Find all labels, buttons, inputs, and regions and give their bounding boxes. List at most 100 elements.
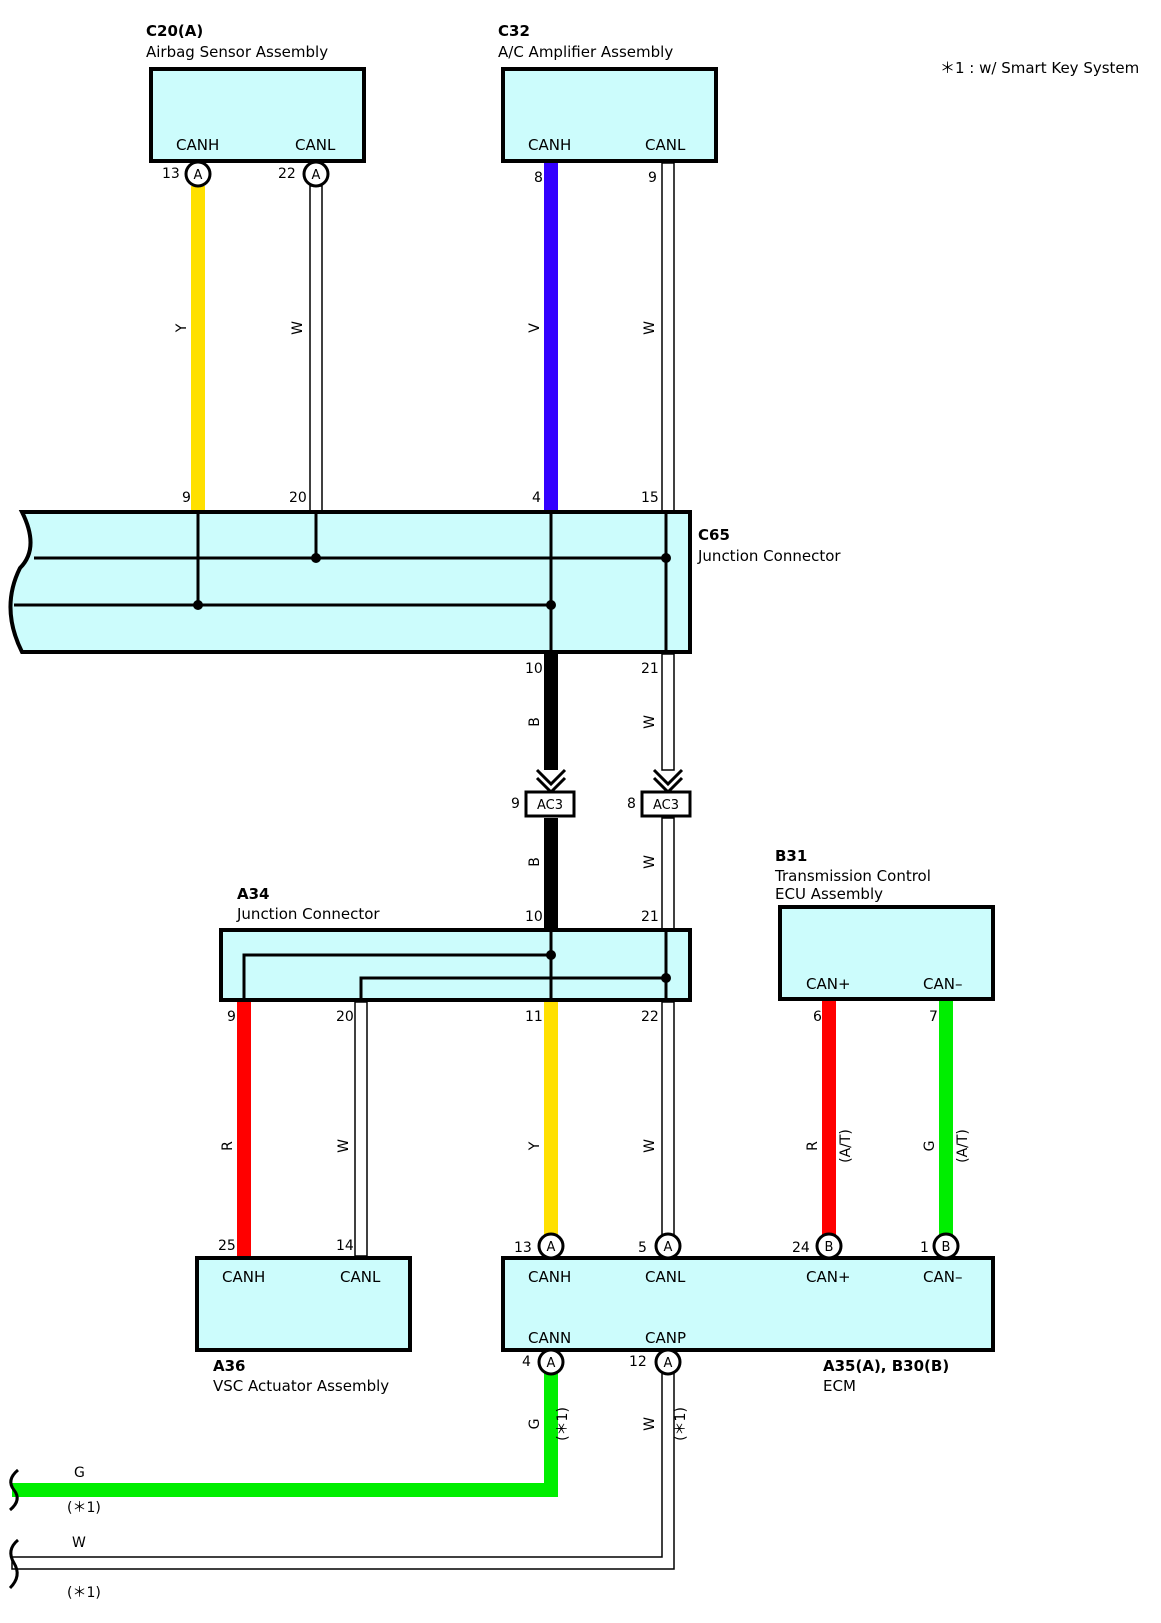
wire-color-w: W <box>642 1139 658 1153</box>
wire-color-g: G <box>527 1419 543 1430</box>
b31-name-line2: ECU Assembly <box>775 885 883 903</box>
a36-box <box>195 1256 412 1352</box>
pin-number: 22 <box>641 1009 659 1025</box>
b31-box <box>778 905 995 1001</box>
a36-name: VSC Actuator Assembly <box>213 1377 389 1395</box>
ecm-code: A35(A), B30(B) <box>823 1357 949 1375</box>
pin-number: 20 <box>336 1009 354 1025</box>
pin-number: 4 <box>522 1354 531 1370</box>
wire-color-b: B <box>527 857 543 867</box>
a36-canl-label: CANL <box>340 1268 381 1286</box>
c32-canl-label: CANL <box>645 136 686 154</box>
c20-code: C20(A) <box>146 22 203 40</box>
smart-key-note: ＊1 : w/ Smart Key System <box>940 59 1139 77</box>
connector-letter: A <box>664 1356 673 1371</box>
c32-box <box>501 67 718 163</box>
wire-white-ecm <box>661 1001 675 1241</box>
splice-dot <box>193 600 203 610</box>
ecm-sig: CANL <box>645 1268 686 1286</box>
pin-number: 10 <box>525 661 543 677</box>
ecm-name: ECM <box>823 1377 856 1395</box>
pin-number: 11 <box>525 1009 543 1025</box>
c65-box <box>8 510 692 654</box>
wire-color-y: Y <box>174 323 190 333</box>
a36-code: A36 <box>213 1357 245 1375</box>
at-tag: (A/T) <box>838 1129 854 1163</box>
a34-box <box>219 928 692 1002</box>
c20-name: Airbag Sensor Assembly <box>146 43 328 61</box>
c32-canh-label: CANH <box>528 136 571 154</box>
wire-white-c65-ac3 <box>661 653 675 771</box>
c32-name: A/C Amplifier Assembly <box>498 43 673 61</box>
connector-marker <box>537 1232 565 1260</box>
ac3-label: AC3 <box>653 798 679 813</box>
pin-number: 7 <box>929 1009 938 1025</box>
at-tag: (A/T) <box>955 1129 971 1163</box>
a34-code: A34 <box>237 885 269 903</box>
connector-marker <box>184 160 212 188</box>
ecm-sig: CAN+ <box>806 1268 851 1286</box>
ac3-label: AC3 <box>537 798 563 813</box>
pin-number: 9 <box>182 490 191 506</box>
connector-letter: B <box>942 1240 951 1255</box>
ac3-connector <box>524 790 576 818</box>
wire-color-w: W <box>72 1535 86 1551</box>
pin-number: 21 <box>641 661 659 677</box>
a36-canh-label: CANH <box>222 1268 265 1286</box>
pin-number: 8 <box>534 170 543 186</box>
wire-color-b: B <box>527 717 543 727</box>
wire-white-c32 <box>661 162 675 513</box>
wire-break-mark <box>9 1468 19 1512</box>
pin-number: 14 <box>336 1238 354 1254</box>
pin-number: 6 <box>813 1009 822 1025</box>
connector-letter: A <box>194 168 203 183</box>
pin-number: 13 <box>514 1240 532 1256</box>
wire-color-g: G <box>74 1465 85 1481</box>
star1-tag: (＊1) <box>67 1585 101 1601</box>
component-a34: A34 Junction Connector <box>219 885 692 1002</box>
connector-marker <box>654 1348 682 1376</box>
wire-color-v: V <box>527 323 543 333</box>
ecm-box <box>501 1256 995 1352</box>
connector-marker <box>654 1232 682 1260</box>
wire-green-cann <box>12 1364 558 1497</box>
ecm-sig: CANN <box>528 1329 571 1347</box>
connector-letter: A <box>312 168 321 183</box>
wire-color-w: W <box>642 715 658 729</box>
component-b31: B31 Transmission Control ECU Assembly CA… <box>774 847 995 1001</box>
connector-letter: A <box>547 1240 556 1255</box>
splice-dot <box>546 950 556 960</box>
wire-color-r: R <box>805 1141 821 1151</box>
b31-name-line1: Transmission Control <box>774 867 931 885</box>
pin-number: 5 <box>638 1240 647 1256</box>
component-c20: C20(A) Airbag Sensor Assembly CANH CANL <box>146 22 366 163</box>
component-ecm: CANH CANL CAN+ CAN– CANN CANP A35(A), B3… <box>501 1256 995 1395</box>
wire-color-r: R <box>220 1141 236 1151</box>
pin-number: 4 <box>532 490 541 506</box>
pin-number: 9 <box>227 1009 236 1025</box>
ecm-sig: CAN– <box>923 1268 962 1286</box>
splice-dot <box>546 600 556 610</box>
component-a36: CANH CANL A36 VSC Actuator Assembly <box>195 1256 412 1395</box>
component-c32: C32 A/C Amplifier Assembly CANH CANL <box>498 22 718 163</box>
star1-tag: (＊1) <box>67 1500 101 1516</box>
wire-white-ac3-a34 <box>661 817 675 931</box>
wire-color-w: W <box>642 855 658 869</box>
splice-dot <box>661 553 671 563</box>
connector-letter: A <box>664 1240 673 1255</box>
c20-box <box>149 67 366 163</box>
pin-number: 25 <box>218 1238 236 1254</box>
b31-canminus-label: CAN– <box>923 975 962 993</box>
connector-marker <box>537 1348 565 1376</box>
wire-color-g: G <box>922 1141 938 1152</box>
wire-color-y: Y <box>527 1141 543 1151</box>
ecm-sig: CANH <box>528 1268 571 1286</box>
connector-marker <box>932 1232 960 1260</box>
chevron-down-icon <box>652 768 684 787</box>
c65-name: Junction Connector <box>697 547 841 565</box>
pin-number: 22 <box>278 166 296 182</box>
component-c65: C65 Junction Connector <box>8 510 841 654</box>
pin-number: 8 <box>627 796 636 812</box>
pin-number: 24 <box>792 1240 810 1256</box>
